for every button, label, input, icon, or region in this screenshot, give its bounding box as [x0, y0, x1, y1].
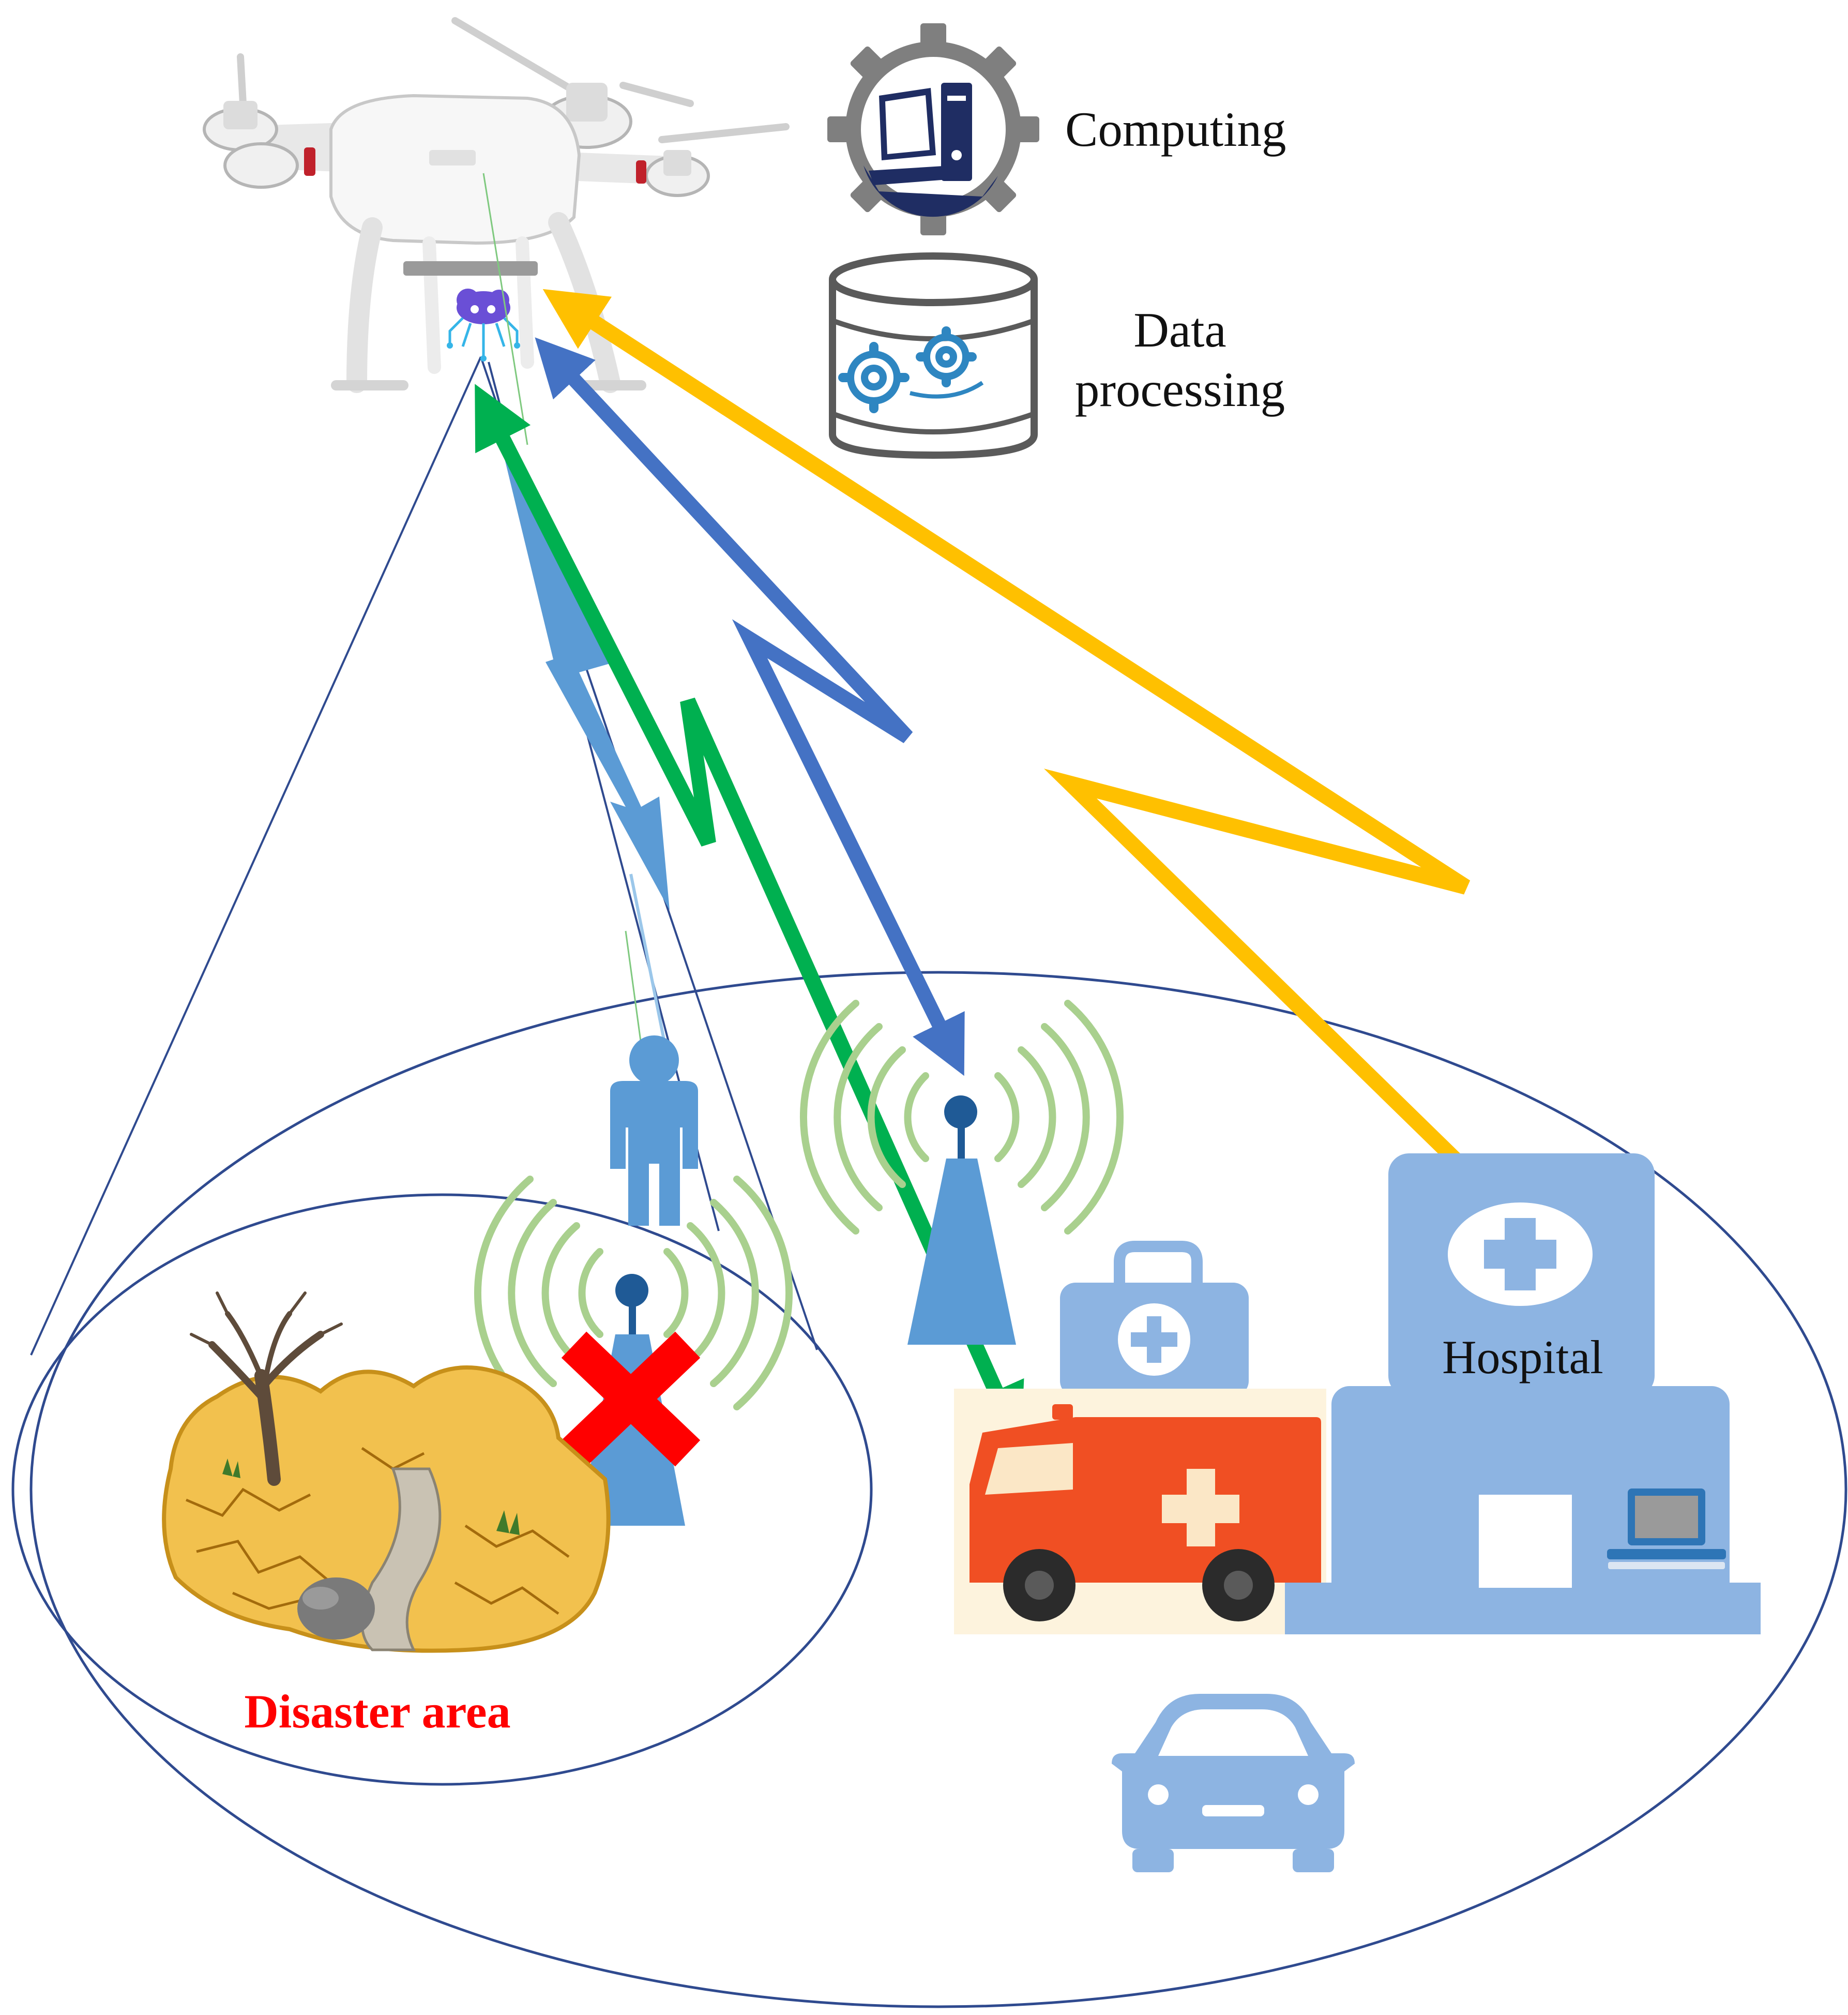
hospital-label: Hospital — [1442, 1331, 1603, 1384]
first-aid-kit-icon — [1060, 1241, 1249, 1396]
disaster-zone-ellipse — [11, 1193, 873, 1786]
computing-label: Computing — [1065, 102, 1286, 157]
person-icon — [610, 1035, 698, 1226]
cloud-chip-icon — [447, 289, 520, 362]
database-gears-icon — [829, 252, 1038, 459]
car-icon — [1112, 1694, 1355, 1872]
ambulance-icon — [954, 1389, 1326, 1634]
laptop-icon — [1607, 1488, 1726, 1569]
cell-tower-icon — [799, 1000, 1124, 1345]
data-processing-label-line2: processing — [1075, 362, 1285, 417]
data-processing-label-line1: Data — [1133, 303, 1226, 357]
failure-cross-icon — [561, 1331, 701, 1467]
gear-computer-icon — [827, 23, 1039, 235]
disaster-scene-icon — [162, 1291, 611, 1653]
blue-link-tower — [535, 337, 965, 1076]
disaster-area-label: Disaster area — [244, 1685, 510, 1738]
drone-icon — [203, 17, 790, 445]
hospital-icon — [1285, 1153, 1761, 1634]
